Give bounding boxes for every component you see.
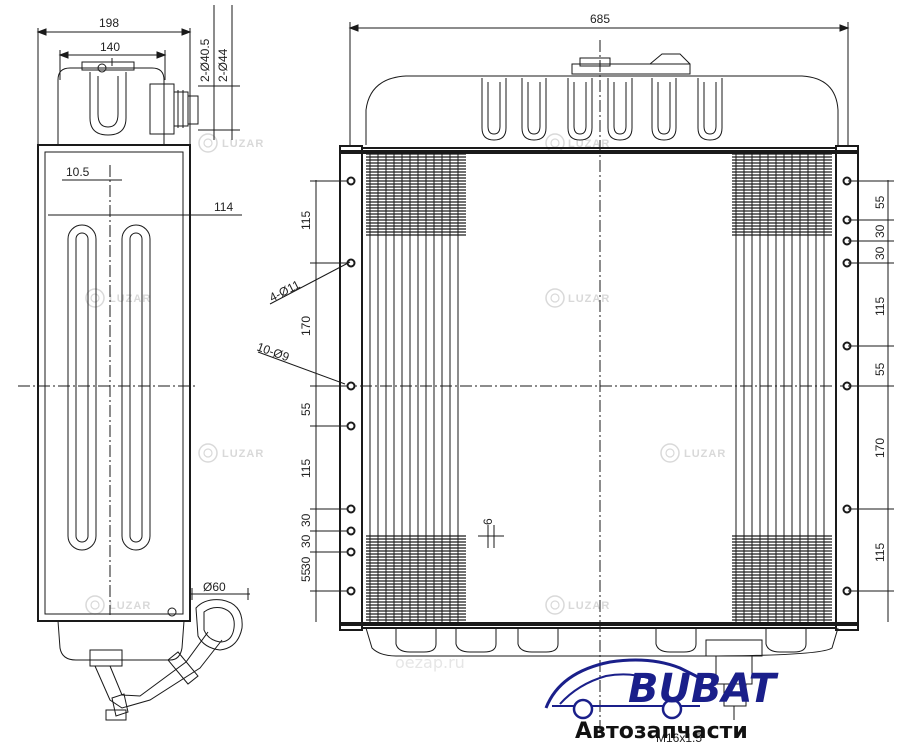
dim-198: 198 xyxy=(99,16,119,30)
dim-left-1: 115 xyxy=(299,211,313,230)
bolt-hole xyxy=(346,176,356,186)
dim-140: 140 xyxy=(100,40,120,54)
watermark-brand: LUZAR xyxy=(684,448,726,460)
side-view xyxy=(18,5,250,721)
dim-685: 685 xyxy=(590,12,610,26)
dim-right-2: 30 xyxy=(873,224,887,238)
dim-left-4: 115 xyxy=(299,459,313,478)
watermark-brand: LUZAR xyxy=(222,138,264,150)
dim-114: 114 xyxy=(214,200,233,214)
bolt-hole xyxy=(346,504,356,514)
bolt-hole xyxy=(346,526,356,536)
watermark-brand: LUZAR xyxy=(568,600,610,612)
dim-right-5: 55 xyxy=(873,362,887,376)
dim-4-d11: 4-Ø11 xyxy=(267,277,303,304)
bolt-hole xyxy=(346,421,356,431)
dim-d60: Ø60 xyxy=(203,580,226,594)
watermark-brand: LUZAR xyxy=(109,600,151,612)
bolt-hole xyxy=(346,586,356,596)
bolt-hole xyxy=(346,381,356,391)
side-view-labels: 198 140 2-Ø40.5 2-Ø44 10.5 114 Ø60 xyxy=(66,16,233,594)
watermark-site: oezap.ru xyxy=(395,653,465,672)
front-view xyxy=(320,22,890,740)
dim-2-d44: 2-Ø44 xyxy=(216,48,230,82)
watermark-layer: LUZAR LUZAR LUZAR LUZAR LUZAR LUZAR LUZA… xyxy=(85,133,726,672)
dim-2-d40-5: 2-Ø40.5 xyxy=(198,38,212,82)
bolt-hole xyxy=(346,547,356,557)
dim-10-d9: 10-Ø9 xyxy=(255,340,291,365)
watermark-brand: LUZAR xyxy=(222,448,264,460)
dimension-chains xyxy=(257,180,894,622)
front-view-bottom xyxy=(365,525,839,720)
bubat-logo: BUBAT Автозапчасти xyxy=(544,658,779,744)
watermark-brand: LUZAR xyxy=(568,293,610,305)
core-fins xyxy=(366,150,832,626)
dim-10-5: 10.5 xyxy=(66,165,90,179)
dim-right-1: 55 xyxy=(873,195,887,209)
dim-left-8: 55 xyxy=(299,568,313,582)
dim-left-7: 30 xyxy=(299,556,313,570)
dim-right-3: 30 xyxy=(873,246,887,260)
logo-name: BUBAT xyxy=(628,666,779,712)
dim-left-3: 55 xyxy=(299,402,313,416)
dim-right-4: 115 xyxy=(873,297,887,316)
logo-subtitle: Автозапчасти xyxy=(575,719,748,744)
dim-left-5: 30 xyxy=(299,513,313,527)
dim-thread: M16x1.5 xyxy=(656,731,702,745)
dim-left-2: 170 xyxy=(299,316,313,336)
dim-right-6: 170 xyxy=(873,438,887,458)
dim-6: 6 xyxy=(481,518,495,525)
dim-left-6: 30 xyxy=(299,534,313,548)
dim-right-7: 115 xyxy=(873,543,887,562)
